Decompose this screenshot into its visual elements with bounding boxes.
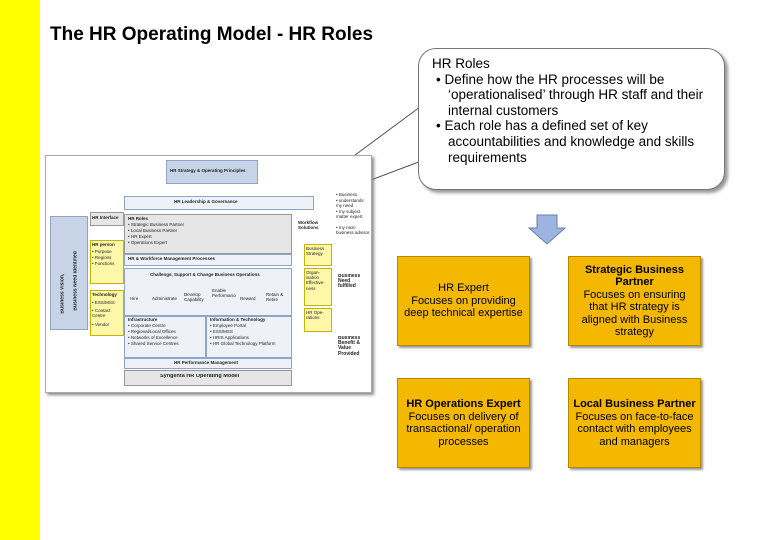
roles-line-2: • Local Business Partner xyxy=(128,228,178,233)
technology-2: • Contact Centre xyxy=(92,308,111,319)
info-tech-3: • HRIS Applications xyxy=(210,335,249,340)
callout-bullet-1: • Define how the HR processes will be ‘o… xyxy=(436,71,704,118)
processes-label: HR & Workforce Management Processes xyxy=(128,256,215,261)
step-5: Reward xyxy=(240,296,256,301)
technology-1: • ESS/MSS xyxy=(92,300,115,305)
page-title: The HR Operating Model - HR Roles xyxy=(50,24,374,45)
leadership-box xyxy=(124,196,314,210)
role-strategic-business-partner: Strategic Business Partner Focuses on en… xyxy=(568,256,701,346)
callout-box xyxy=(418,48,725,190)
strategy-box xyxy=(166,160,258,184)
role-title: Local Business Partner xyxy=(573,398,696,410)
operating-model-diagram: HR Strategy & Operating Principles HR Le… xyxy=(45,155,372,393)
role-hr-expert: HR Expert Focuses on providing deep tech… xyxy=(397,256,530,346)
info-tech-box xyxy=(206,316,292,358)
technology-box xyxy=(90,290,124,336)
technology-title: Technology xyxy=(92,292,117,297)
roles-title: HR Roles xyxy=(128,216,149,221)
callout-text: HR Roles • Define how the HR processes w… xyxy=(428,56,713,165)
business-need-label: Business Need fulfilled xyxy=(338,274,361,290)
hr-interface-box xyxy=(90,212,124,226)
footer-label: Syngenta HR Operating Model xyxy=(160,374,240,379)
callout-heading: HR Roles xyxy=(432,56,490,71)
challenge-label: Challenge, Support & Change Business Ope… xyxy=(150,272,260,277)
infrastructure-box xyxy=(124,316,206,358)
down-arrow-icon xyxy=(527,214,567,245)
step-6: Retain & Retire xyxy=(266,292,284,303)
side-vertical-text-1: Business Vision, xyxy=(60,273,66,314)
left-accent-bar xyxy=(0,0,40,540)
infrastructure-4: • Shared Service Centres xyxy=(128,341,179,346)
hr-ops-box xyxy=(304,308,332,332)
infrastructure-3: • Networks of Excellence xyxy=(128,335,178,340)
role-description: Focuses on face-to-face contact with emp… xyxy=(575,410,694,448)
role-description: Focuses on ensuring that HR strategy is … xyxy=(581,288,688,339)
right-top-2: • understands my need xyxy=(336,198,364,209)
info-tech-title: Information & Technology xyxy=(210,317,266,322)
info-tech-1: • Employee Portal xyxy=(210,323,246,328)
business-strategy-box xyxy=(304,244,332,266)
roles-line-1: • Strategic Business Partner xyxy=(128,222,185,227)
side-vertical-bar xyxy=(50,216,88,330)
hr-person-1: • Purpose xyxy=(92,249,112,254)
roles-box xyxy=(124,214,292,254)
hr-interface-label: HR Interface xyxy=(92,215,119,220)
right-top-3: • my subject matter expert xyxy=(336,209,363,220)
hr-person-2: • Regions xyxy=(92,255,112,260)
role-description: Focuses on delivery of transactional/ op… xyxy=(406,410,521,448)
role-description: Focuses on providing deep technical expe… xyxy=(404,294,523,320)
right-top-4: • my next-business advisor xyxy=(336,225,370,236)
org-design-label: Organ-isation Effective-ness xyxy=(306,270,325,291)
technology-3: • Vendor xyxy=(92,322,110,327)
step-3: Develop Capability xyxy=(184,292,204,303)
leadership-label: HR Leadership & Governance xyxy=(174,199,238,204)
challenge-box xyxy=(124,268,292,316)
performance-label: HR Performance Management xyxy=(174,360,239,365)
workflow-label: Workflow Solutions xyxy=(298,220,319,231)
role-title: Strategic Business Partner xyxy=(584,263,685,289)
footer-box xyxy=(124,370,292,386)
role-title: HR Expert xyxy=(438,282,489,295)
performance-box xyxy=(124,358,292,369)
infrastructure-2: • Regional/Local Offices xyxy=(128,329,176,334)
step-4: Enable Performance xyxy=(212,288,236,299)
hr-person-3: • Functions xyxy=(92,261,115,266)
processes-box xyxy=(124,254,292,266)
step-2: Administrate xyxy=(152,296,178,301)
role-hr-operations-expert: HR Operations Expert Focuses on delivery… xyxy=(397,378,530,468)
info-tech-2: • ESS/MSS xyxy=(210,329,233,334)
business-strategy-label: Business Strategy xyxy=(306,246,325,257)
infrastructure-1: • Corporate Centre xyxy=(128,323,166,328)
strategy-label: HR Strategy & Operating Principles xyxy=(170,168,246,173)
right-top-1: • Business xyxy=(336,192,358,197)
step-1: Hire xyxy=(130,296,139,301)
side-vertical-text-2: Business Need Identified xyxy=(73,251,79,311)
hr-person-title: HR person xyxy=(92,242,115,247)
hr-ops-label: HR Ope-rations xyxy=(306,310,324,321)
org-design-box xyxy=(304,268,332,306)
infrastructure-title: Infrastructure xyxy=(128,317,158,322)
role-local-business-partner: Local Business Partner Focuses on face-t… xyxy=(568,378,701,468)
info-tech-4: • HR Global Technology Platform xyxy=(210,341,276,346)
hr-person-box xyxy=(90,240,124,284)
business-benefit-label: Business Benefit & Value Provided xyxy=(338,336,361,357)
role-title: HR Operations Expert xyxy=(406,398,521,410)
callout-bullet-2: • Each role has a defined set of key acc… xyxy=(436,118,695,165)
roles-line-4: • Operations Expert xyxy=(128,240,168,245)
roles-line-3: • HR Expert xyxy=(128,234,152,239)
